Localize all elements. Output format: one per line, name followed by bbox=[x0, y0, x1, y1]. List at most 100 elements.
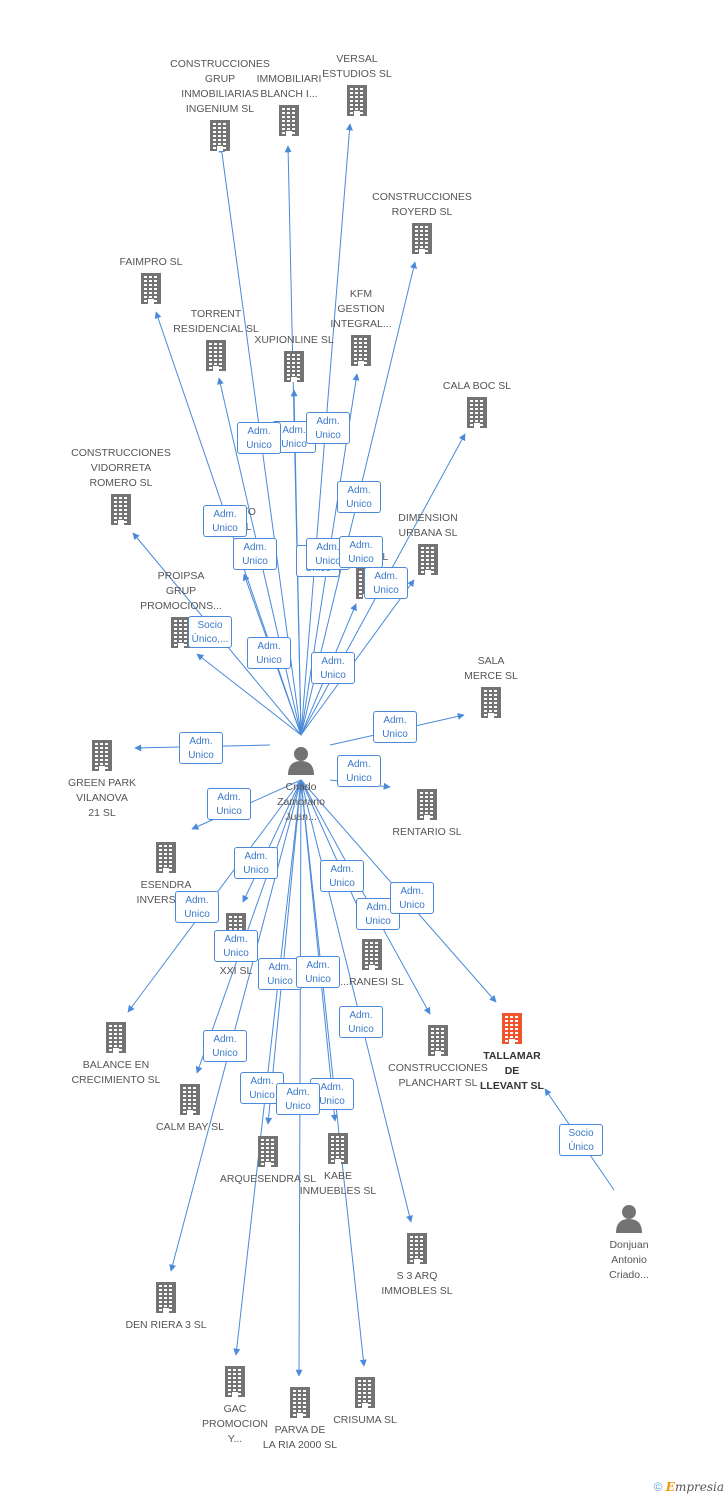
edge-label-nto[interactable]: Adm. Unico bbox=[247, 637, 291, 669]
edge-label-sala[interactable]: Adm. Unico bbox=[373, 711, 417, 743]
edge-label-torrent[interactable]: Adm. Unico bbox=[237, 422, 281, 454]
edge-label-s3arq[interactable]: Adm. Unico bbox=[320, 860, 364, 892]
node-balance[interactable]: BALANCE EN CRECIMIENTO SL bbox=[56, 1019, 176, 1088]
edge-label-faimpro[interactable]: Adm. Unico bbox=[203, 505, 247, 537]
node-proipsa[interactable]: PROIPSA GRUP PROMOCIONS... bbox=[121, 569, 241, 653]
building-icon bbox=[106, 841, 226, 878]
edge-center-gac bbox=[233, 779, 302, 1356]
node-dimension[interactable]: DIMENSION URBANA SL bbox=[368, 511, 488, 580]
edge-label-balance[interactable]: Adm. Unico bbox=[175, 891, 219, 923]
building-icon bbox=[91, 272, 211, 309]
node-kabe[interactable]: KABE INMUEBLES SL bbox=[278, 1130, 398, 1199]
building-icon bbox=[208, 1135, 328, 1172]
node-vidorreta[interactable]: CONSTRUCCIONES VIDORRETA ROMERO SL bbox=[61, 446, 181, 530]
edge-label-planchart[interactable]: Adm. Unico bbox=[339, 1006, 383, 1038]
copyright-icon: © bbox=[653, 1480, 663, 1494]
edge-label-tallamar[interactable]: Adm. Unico bbox=[390, 882, 434, 914]
node-calmbay[interactable]: CALM BAY SL bbox=[130, 1081, 250, 1135]
edge-label-dimension[interactable]: Adm. Unico bbox=[364, 567, 408, 599]
building-icon bbox=[452, 1012, 572, 1049]
node-label: CONSTRUCCIONES ROYERD SL bbox=[372, 191, 472, 218]
node-xupion[interactable]: XUPIONLINE SL bbox=[234, 333, 354, 387]
building-icon bbox=[121, 616, 241, 653]
edge-label-esendra[interactable]: Adm. Unico bbox=[207, 788, 251, 820]
node-label: ...RANESI SL bbox=[340, 976, 404, 988]
edge-center-pr_xxi bbox=[242, 779, 302, 903]
node-label: S 3 ARQ IMMOBLES SL bbox=[381, 1270, 453, 1297]
node-ranesi[interactable]: ...RANESI SL bbox=[312, 936, 432, 990]
building-icon bbox=[362, 222, 482, 259]
node-label: FAIMPRO SL bbox=[119, 256, 183, 268]
edge-label-green[interactable]: Adm. Unico bbox=[179, 732, 223, 764]
node-label: Donjuan Antonio Criado... bbox=[609, 1239, 649, 1281]
node-versal[interactable]: VERSAL ESTUDIOS SL bbox=[297, 52, 417, 121]
building-icon bbox=[417, 396, 537, 433]
node-label: VERSAL ESTUDIOS SL bbox=[322, 53, 392, 80]
building-icon bbox=[305, 1376, 425, 1413]
edge-label-parva[interactable]: Adm. Unico bbox=[276, 1083, 320, 1115]
edge-label-pr_xxi[interactable]: Adm. Unico bbox=[214, 930, 258, 962]
node-arquesendra[interactable]: ARQUESENDRA SL bbox=[208, 1133, 328, 1187]
node-label: CALA BOC SL bbox=[442, 380, 512, 392]
edge-label-rentario[interactable]: Adm. Unico bbox=[337, 755, 381, 787]
node-calaboc[interactable]: CALA BOC SL bbox=[417, 379, 537, 433]
edge-center-arquesendra bbox=[265, 779, 302, 1125]
building-icon bbox=[175, 1365, 295, 1402]
edge-label-da33[interactable]: Adm. Unico bbox=[311, 652, 355, 684]
node-label: PARVA DE LA RIA 2000 SL bbox=[262, 1424, 338, 1451]
node-label: SALA MERCE SL bbox=[464, 655, 518, 682]
edge-label-gac[interactable]: Adm. Unico bbox=[258, 958, 302, 990]
node-label: KABE INMUEBLES SL bbox=[299, 1170, 377, 1197]
building-icon bbox=[61, 493, 181, 530]
node-sala[interactable]: SALA MERCE SL bbox=[431, 654, 551, 723]
building-icon bbox=[234, 350, 354, 387]
node-c_grup[interactable]: CONSTRUCCIONES GRUP INMOBILIARIAS INGENI… bbox=[160, 57, 280, 156]
node-immob[interactable]: IMMOBILIARI BLANCH I... bbox=[229, 72, 349, 141]
edge-label-crisuma[interactable]: Adm. Unico bbox=[296, 956, 340, 988]
edge-center-parva bbox=[295, 779, 303, 1377]
brand-logo: Empresia bbox=[665, 1480, 724, 1494]
edge-label-tallamar[interactable]: Socio Único bbox=[559, 1124, 603, 1156]
building-icon bbox=[312, 938, 432, 975]
node-green[interactable]: GREEN PARK VILANOVA 21 SL bbox=[42, 737, 162, 821]
node-crisuma[interactable]: CRISUMA SL bbox=[305, 1374, 425, 1428]
node-royerd[interactable]: CONSTRUCCIONES ROYERD SL bbox=[362, 190, 482, 259]
edge-label-vidorreta[interactable]: Adm. Unico bbox=[233, 538, 277, 570]
node-kfm[interactable]: KFM GESTION INTEGRAL... bbox=[301, 287, 421, 371]
edge-center-denriera bbox=[169, 779, 302, 1272]
footer-brand[interactable]: © Empresia bbox=[654, 1480, 724, 1494]
node-donjuan[interactable]: Donjuan Antonio Criado... bbox=[569, 1201, 689, 1283]
node-label: TORRENT RESIDENCIAL SL bbox=[173, 308, 259, 335]
building-icon bbox=[301, 334, 421, 371]
edge-center-dimension bbox=[300, 579, 415, 736]
building-icon bbox=[130, 1083, 250, 1120]
edge-label-versal[interactable]: Adm. Unico bbox=[306, 412, 350, 444]
edge-label-calmbay[interactable]: Adm. Unico bbox=[203, 1030, 247, 1062]
node-tallamar[interactable]: TALLAMAR DE LLEVANT SL bbox=[452, 1010, 572, 1094]
node-label: PROIPSA GRUP PROMOCIONS... bbox=[140, 570, 222, 612]
edge-label-denriera[interactable]: Adm. Unico bbox=[234, 847, 278, 879]
node-denriera[interactable]: DEN RIERA 3 SL bbox=[106, 1279, 226, 1333]
node-parva[interactable]: PARVA DE LA RIA 2000 SL bbox=[240, 1384, 360, 1453]
building-icon bbox=[297, 84, 417, 121]
node-torrent[interactable]: TORRENT RESIDENCIAL SL bbox=[156, 307, 276, 376]
building-icon bbox=[156, 339, 276, 376]
node-rentario[interactable]: RENTARIO SL bbox=[367, 786, 487, 840]
node-center[interactable]: Criado Zamorano Juan... bbox=[241, 743, 361, 825]
building-icon bbox=[278, 1132, 398, 1169]
edge-label-royerd[interactable]: Adm. Unico bbox=[337, 481, 381, 513]
node-label: TALLAMAR DE LLEVANT SL bbox=[480, 1050, 544, 1092]
building-icon bbox=[368, 543, 488, 580]
node-label: CONSTRUCCIONES VIDORRETA ROMERO SL bbox=[71, 447, 171, 489]
node-gac[interactable]: GAC PROMOCION Y... bbox=[175, 1363, 295, 1447]
edge-label-proipsa[interactable]: Socio Único,... bbox=[188, 616, 232, 648]
building-icon bbox=[229, 104, 349, 141]
edge-label-calaboc[interactable]: Adm. Unico bbox=[339, 536, 383, 568]
node-planchart[interactable]: CONSTRUCCIONES PLANCHART SL bbox=[378, 1022, 498, 1091]
node-s3arq[interactable]: S 3 ARQ IMMOBLES SL bbox=[357, 1230, 477, 1299]
edge-center-calmbay bbox=[195, 779, 302, 1074]
node-faimpro[interactable]: FAIMPRO SL bbox=[91, 255, 211, 309]
node-label: ARQUESENDRA SL bbox=[219, 1173, 317, 1185]
node-label: CALM BAY SL bbox=[156, 1121, 224, 1133]
node-label: CRISUMA SL bbox=[333, 1414, 397, 1426]
